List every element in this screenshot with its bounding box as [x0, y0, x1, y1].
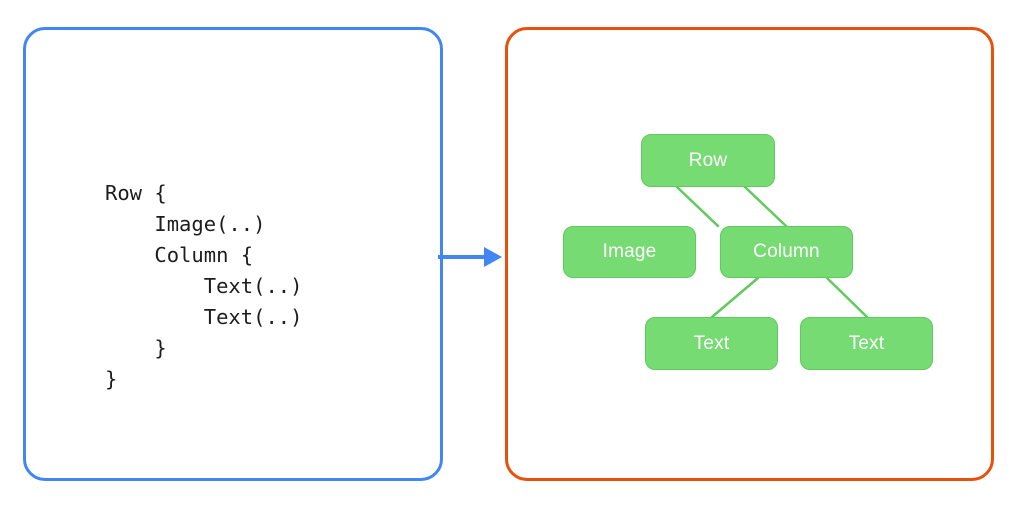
transform-arrow-icon	[438, 247, 502, 267]
tree-node-text-1[interactable]: Text	[645, 317, 778, 370]
tree-node-column[interactable]: Column	[720, 226, 853, 278]
code-panel: Row { Image(..) Column { Text(..) Text(.…	[23, 27, 443, 481]
tree-node-image[interactable]: Image	[563, 226, 696, 278]
composable-source-code: Row { Image(..) Column { Text(..) Text(.…	[105, 181, 303, 391]
tree-node-text-2[interactable]: Text	[800, 317, 933, 370]
tree-node-row[interactable]: Row	[641, 134, 775, 187]
